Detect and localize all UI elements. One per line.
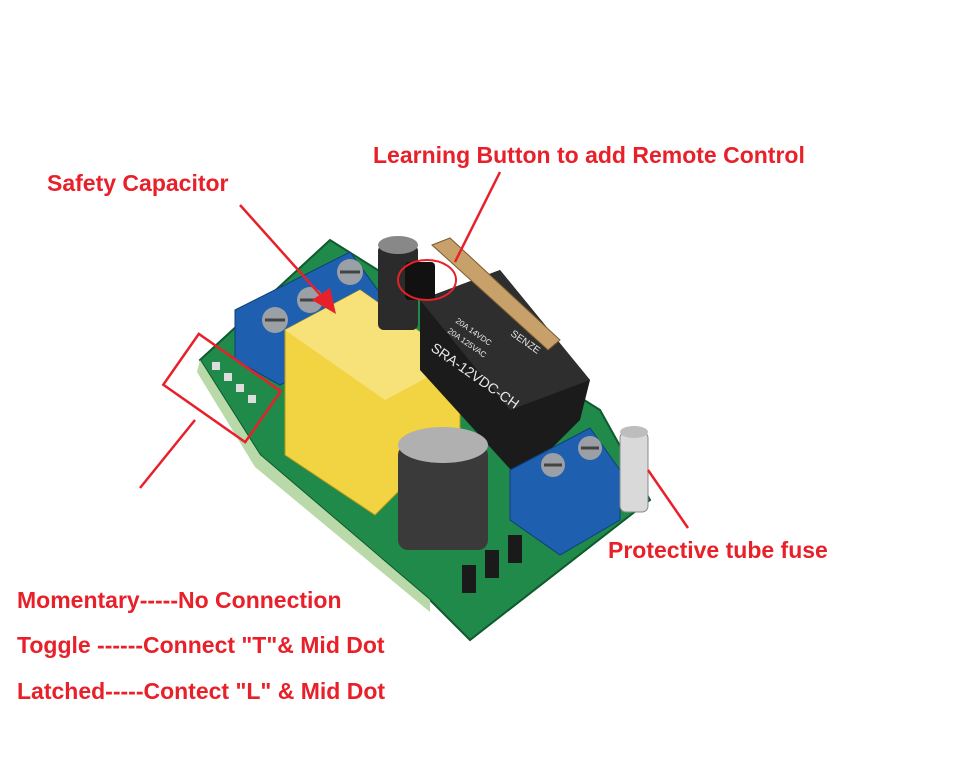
annotation-safety-capacitor: Safety Capacitor xyxy=(47,170,229,196)
mode-toggle: Toggle ------Connect "T"& Mid Dot xyxy=(17,632,385,658)
mode-momentary: Momentary-----No Connection xyxy=(17,587,342,613)
pointer-jumper xyxy=(139,419,196,489)
jumper-highlight-box xyxy=(161,332,283,444)
pointer-learning-button xyxy=(453,171,502,263)
annotation-fuse: Protective tube fuse xyxy=(608,537,828,563)
learning-button xyxy=(397,259,457,301)
pointer-fuse xyxy=(646,469,690,529)
terminal-block-right xyxy=(509,427,621,556)
pointer-safety-capacitor-arrowhead xyxy=(312,288,336,314)
relay: SRA-12VDC-CH SENZE 20A 14VDC 20A 125VAC xyxy=(420,270,590,480)
diodes xyxy=(462,535,522,593)
rf-receiver-module xyxy=(431,237,561,351)
mode-jumper-pins xyxy=(212,362,256,403)
annotation-pointers xyxy=(139,171,690,529)
electrolytic-capacitor-large xyxy=(398,427,488,550)
annotation-learning-button: Learning Button to add Remote Control xyxy=(373,142,805,168)
pointer-safety-capacitor xyxy=(239,204,326,301)
tube-fuse xyxy=(619,426,649,513)
mode-latched: Latched-----Contect "L" & Mid Dot xyxy=(17,678,386,704)
pcb-edge xyxy=(197,360,430,612)
